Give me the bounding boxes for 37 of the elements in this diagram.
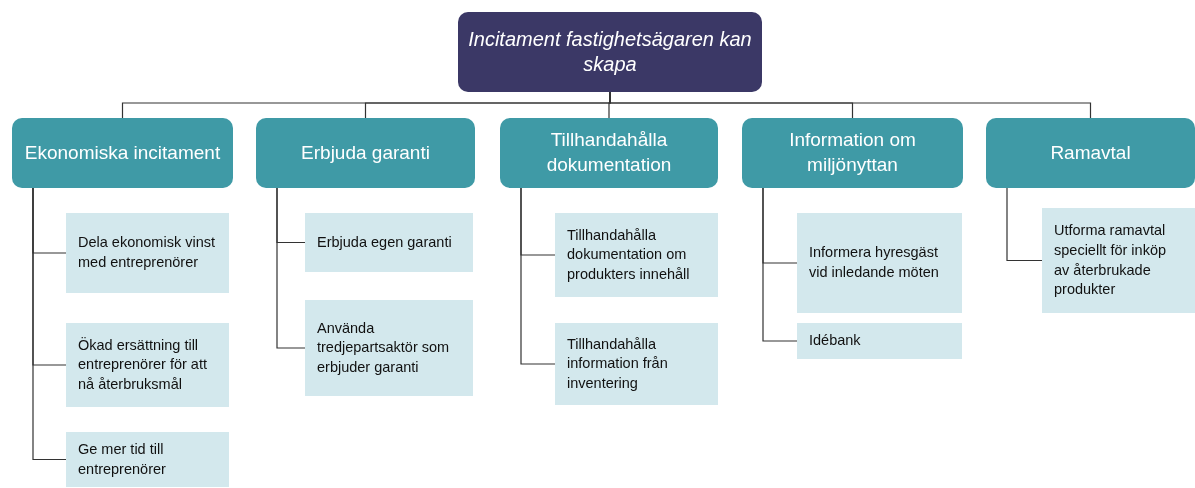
- box-text: Idébank: [809, 331, 861, 351]
- category-box: [500, 118, 718, 188]
- category-box: [986, 118, 1195, 188]
- item-box: [305, 213, 473, 272]
- connector-line: [276, 187, 306, 349]
- box-text: Tillhandahålla dokumentation om produkters innehåll: [567, 225, 691, 284]
- box-text: Erbjuda egen garanti: [317, 232, 452, 252]
- box-text: Ge mer tid till entreprenörer: [78, 439, 167, 479]
- box-text: Ramavtal: [1050, 140, 1131, 165]
- box-text: Informera hyresgäst vid inledande möten: [809, 243, 940, 282]
- box-text: Incitament fastighetsägaren kan skapa: [467, 27, 753, 77]
- root-box: [458, 12, 762, 92]
- item-box: [66, 432, 229, 487]
- item-box: [1042, 208, 1195, 313]
- box-text: Ökad ersättning till entreprenörer för att nå återbruksmål: [78, 335, 208, 394]
- box-text: Tillhandahålla dokumentation: [545, 128, 673, 177]
- box-text: Information om miljönyttan: [788, 128, 917, 177]
- box-text: Dela ekonomisk vinst med entreprenörer: [78, 233, 216, 272]
- category-box: [256, 118, 475, 188]
- box-text: Utforma ramavtal speciellt för inköp av återbrukade produkter: [1054, 221, 1168, 300]
- item-box: [66, 323, 229, 407]
- box-text: Ekonomiska incitament: [24, 140, 221, 165]
- category-box: [12, 118, 233, 188]
- item-box: [66, 213, 229, 293]
- item-box: [555, 213, 718, 297]
- box-text: Tillhandahålla information från inventering: [567, 334, 669, 393]
- box-text: Använda tredjepartsaktör som erbjuder garanti: [317, 318, 451, 377]
- connector-line: [520, 187, 556, 365]
- connector-line: [32, 187, 67, 461]
- box-text: Erbjuda garanti: [301, 140, 430, 165]
- item-box: [305, 300, 473, 396]
- category-box: [742, 118, 963, 188]
- item-box: [797, 323, 962, 359]
- item-box: [797, 213, 962, 313]
- connector-line: [762, 187, 798, 342]
- connector-line: [1006, 187, 1043, 262]
- item-box: [555, 323, 718, 405]
